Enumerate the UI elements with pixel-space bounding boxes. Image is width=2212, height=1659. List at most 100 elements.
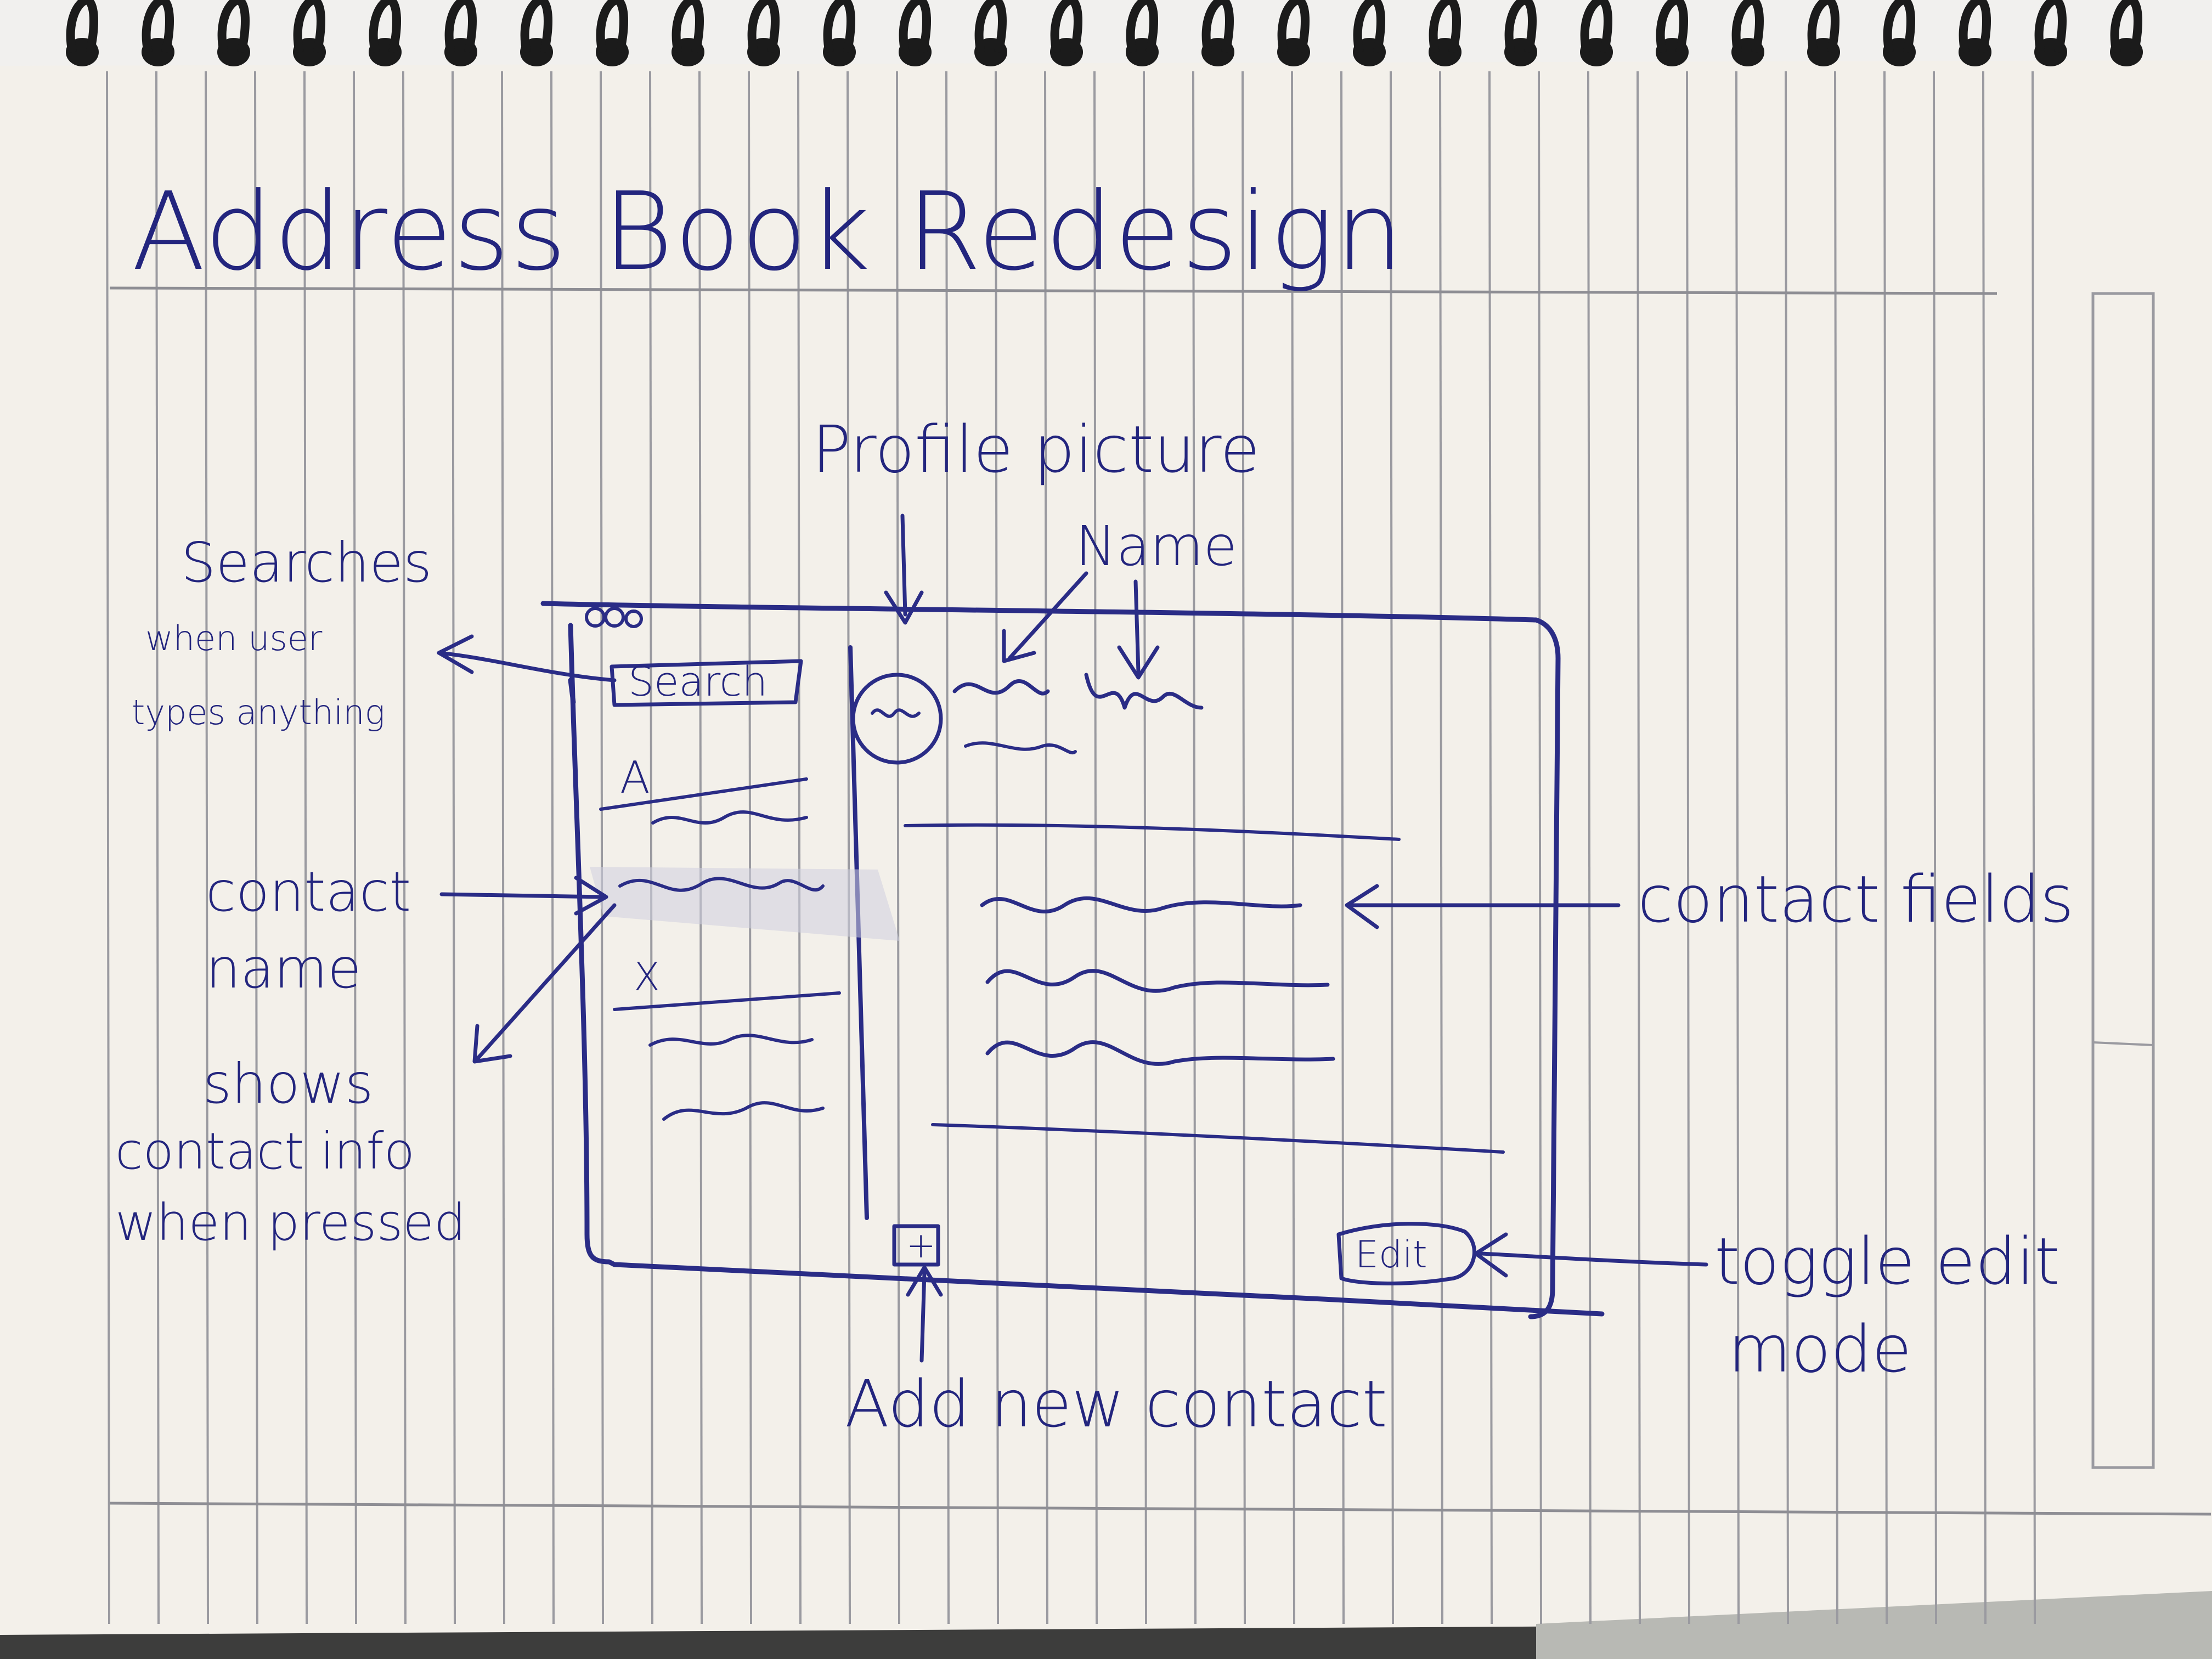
add-new-contact-note: Add new contact (845, 1366, 1387, 1442)
vertical-rule-line (1883, 71, 1888, 1624)
binding-ring (444, 0, 477, 53)
first-name-scribble (952, 679, 1050, 696)
list-item[interactable] (648, 1034, 814, 1047)
footer-rule-line (109, 1502, 2211, 1516)
contact-list-sketch: A X (590, 752, 900, 1121)
toggle-edit-note-line-2: mode (1728, 1311, 1912, 1387)
sketch-title: Address Book Redesign (132, 170, 1404, 295)
add-contact-button-sketch[interactable]: + (892, 1224, 940, 1267)
contact-fields-note: contact fields (1638, 861, 2074, 937)
margin-box-divider (2092, 1041, 2154, 1046)
binding-ring (217, 0, 250, 53)
vertical-rule-line (303, 71, 308, 1624)
arrowhead (1474, 1232, 1508, 1278)
vertical-rule-line (550, 71, 555, 1624)
vertical-rule-line (1340, 71, 1345, 1624)
spiral-binding (66, 0, 2143, 66)
binding-ring (520, 0, 552, 53)
arrow-to-add-button (919, 1271, 927, 1363)
arrowhead (884, 590, 924, 625)
list-item[interactable] (618, 877, 825, 892)
vertical-rule-line (155, 71, 160, 1624)
binding-ring (672, 0, 704, 53)
profile-initials-scribble (871, 708, 921, 718)
page-shadow (1536, 1591, 2212, 1659)
minimize-dot-icon (604, 607, 625, 628)
arrow-to-contact-row (439, 892, 606, 899)
binding-ring (1580, 0, 1612, 53)
vertical-rule-line (1488, 71, 1493, 1624)
zoom-dot-icon (624, 610, 643, 628)
list-item[interactable] (651, 810, 808, 825)
vertical-rule-line (106, 71, 110, 1624)
shows-note-line-1: shows (203, 1052, 374, 1116)
binding-ring (142, 0, 174, 53)
arrowhead (1002, 629, 1036, 663)
profile-picture-placeholder (851, 673, 943, 765)
search-note-line-2: when user (145, 618, 323, 658)
vertical-rule-line (1390, 71, 1394, 1624)
vertical-rule-line (1439, 71, 1443, 1624)
contact-name-note-line-1: contact (206, 860, 411, 924)
vertical-rule-line (501, 71, 505, 1624)
contact-field[interactable] (985, 1040, 1335, 1066)
binding-ring (596, 0, 628, 53)
vertical-rule-line (353, 71, 357, 1624)
binding-ring (293, 0, 325, 53)
vertical-rule-line (1735, 71, 1740, 1624)
vertical-rule-line (995, 71, 999, 1624)
vertical-rule-line (1192, 71, 1197, 1624)
contact-name-note-line-2: name (206, 936, 362, 1001)
contact-field[interactable] (985, 969, 1330, 993)
vertical-rule-line (402, 71, 407, 1624)
vertical-rule-line (205, 71, 209, 1624)
binding-ring (1883, 0, 1915, 53)
arrow-to-first-name (1007, 571, 1088, 661)
vertical-rule-line (2032, 71, 2036, 1624)
binding-ring (974, 0, 1007, 53)
toggle-edit-note-line-1: toggle edit (1714, 1223, 2060, 1299)
section-divider (599, 777, 808, 811)
binding-ring (1959, 0, 1991, 53)
binding-ring (1126, 0, 1158, 53)
arrowhead (472, 1024, 512, 1064)
section-divider (613, 991, 841, 1011)
binding-ring (1201, 0, 1234, 53)
vertical-rule-line (1982, 71, 1987, 1624)
arrowhead (437, 634, 474, 674)
annotation-arrows (437, 514, 1708, 1363)
footer-divider (931, 1123, 1505, 1154)
contact-field[interactable] (980, 896, 1302, 913)
vertical-rule-line (1933, 71, 1937, 1624)
arrow-to-last-name (1133, 579, 1141, 674)
vertical-rule-line (1044, 71, 1048, 1624)
arrow-to-profile-picture (900, 514, 907, 617)
search-field-sketch[interactable]: Search (610, 658, 803, 707)
arrowhead (574, 876, 608, 916)
binding-ring (1504, 0, 1537, 53)
vertical-rule-line (1834, 71, 1838, 1624)
binding-ring (1429, 0, 1461, 53)
vertical-rule-line (452, 71, 456, 1624)
edit-toggle-button-sketch[interactable]: Edit (1336, 1222, 1476, 1285)
binding-ring (369, 0, 401, 53)
name-note: Name (1075, 514, 1237, 578)
arrowhead (1117, 645, 1160, 680)
binding-ring (747, 0, 780, 53)
vertical-rule-lines (106, 71, 2036, 1624)
vertical-rule-line (1291, 71, 1295, 1624)
list-item[interactable] (662, 1101, 825, 1121)
last-name-scribble (1084, 673, 1204, 710)
vertical-rule-line (1093, 71, 1098, 1624)
window-controls (585, 607, 643, 628)
vertical-rule-line (698, 71, 703, 1624)
arrowhead (1345, 884, 1379, 929)
edit-button-label: Edit (1355, 1233, 1427, 1277)
binding-ring (899, 0, 931, 53)
binding-ring (1277, 0, 1310, 53)
margin-box (2091, 292, 2155, 1469)
shows-note-line-2: contact info (115, 1122, 415, 1181)
add-button-glyph: + (906, 1226, 936, 1266)
vertical-rule-line (896, 71, 900, 1624)
